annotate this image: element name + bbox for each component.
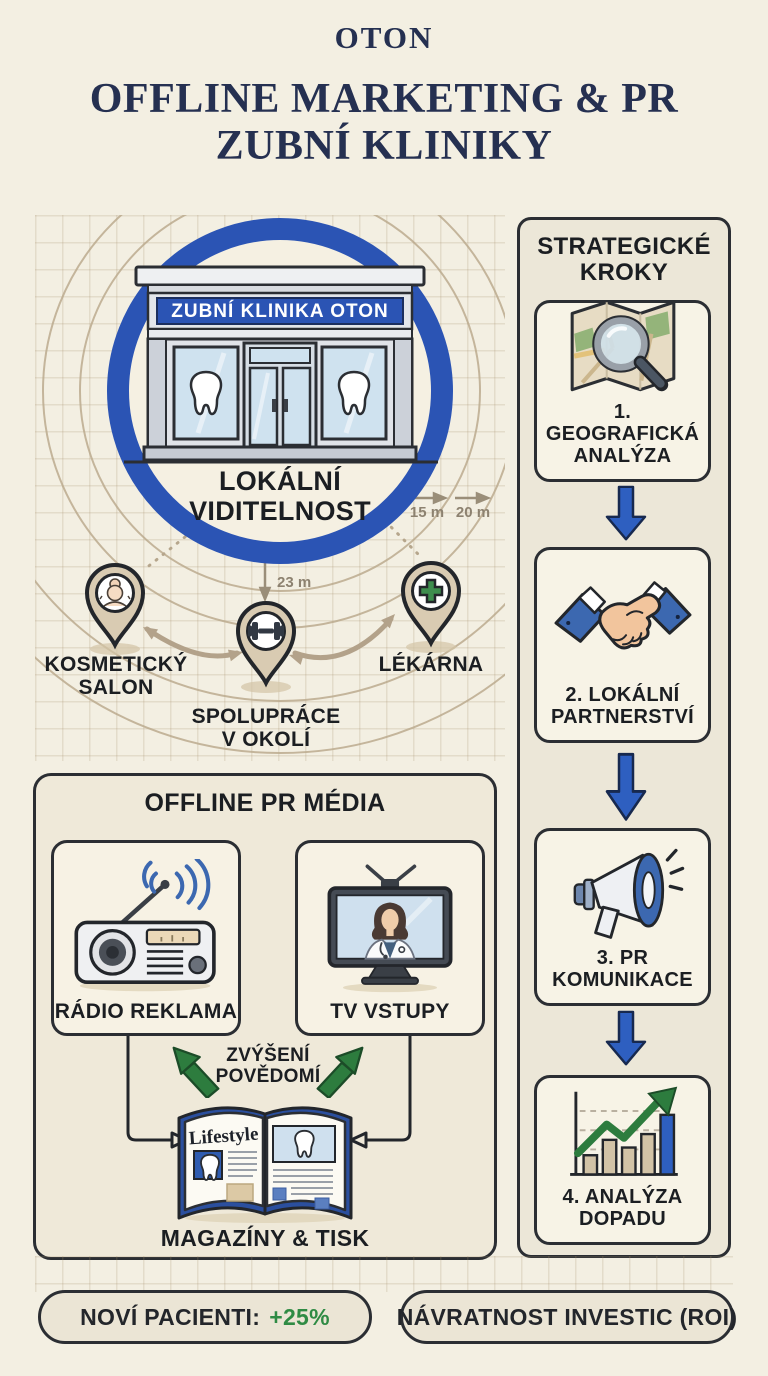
tooth-icon	[200, 1153, 220, 1181]
step-card-lokalni-partnerstvi: 2. LOKÁLNÍ PARTNERSTVÍ	[534, 547, 711, 743]
strategic-steps-panel: STRATEGICKÉ KROKY	[517, 217, 731, 1258]
step-label-3: 3. PR KOMUNIKACE	[552, 947, 693, 991]
tooth-icon	[189, 370, 223, 416]
map-magnifier-icon	[562, 295, 684, 401]
radio-label: RÁDIO REKLAMA	[54, 999, 238, 1023]
new-patients-label: NOVÍ PACIENTI:	[80, 1303, 261, 1330]
awareness-arrow-up-left-icon	[172, 1046, 220, 1098]
roi-label: NÁVRATNOST INVESTIC (ROI)	[396, 1303, 738, 1330]
dashed-ray-lines	[143, 519, 423, 571]
magazine-title-text: Lifestyle	[188, 1124, 259, 1150]
offline-pr-media-panel: OFFLINE PR MÉDIA	[33, 773, 497, 1260]
pin-label-lekarna: LÉKÁRNA	[378, 653, 484, 676]
handshake-icon	[552, 558, 694, 684]
bottom-grid-strip	[35, 1256, 733, 1292]
dental-clinic-storefront-icon: ZUBNÍ KLINIKA OTON	[124, 265, 438, 464]
step-card-pr-komunikace: 3. PR KOMUNIKACE	[534, 828, 711, 1006]
distance-label-23m: 23 m	[277, 574, 311, 591]
local-visibility-label: LOKÁLNÍ VIDITELNOST	[189, 466, 371, 526]
visibility-map-illustration: 15 m 20 m 23 m ZUBNÍ KLI	[0, 28, 643, 754]
step-card-analyza-dopadu: 4. ANALÝZA DOPADU	[534, 1075, 711, 1245]
distance-label-15m: 15 m	[410, 504, 444, 521]
pin-label-spoluprace-v-okoli: SPOLUPRÁCE V OKOLÍ	[191, 705, 341, 752]
strategic-steps-title: STRATEGICKÉ KROKY	[537, 233, 711, 287]
distance-arrows-icon	[258, 491, 492, 603]
awareness-label: ZVÝŠENÍ POVĚDOMÍ	[215, 1045, 321, 1087]
magazine-label: MAGAZÍNY & TISK	[160, 1225, 370, 1251]
roi-badge: NÁVRATNOST INVESTIC (ROI)	[397, 1290, 737, 1344]
step-label-1: 1. GEOGRAFICKÁ ANALÝZA	[545, 401, 700, 467]
storefront-sign-text: ZUBNÍ KLINIKA OTON	[171, 300, 389, 322]
tooth-icon	[337, 370, 371, 416]
flow-arrow-down-icon	[605, 485, 647, 541]
new-patients-badge: NOVÍ PACIENTI: +25%	[38, 1290, 372, 1344]
page-title: OFFLINE MARKETING & PR ZUBNÍ KLINIKY	[0, 76, 768, 170]
open-magazine-icon: Lifestyle	[177, 1106, 353, 1223]
megaphone-icon	[559, 839, 687, 947]
page-title-line1: OFFLINE MARKETING & PR	[89, 76, 679, 122]
pharmacy-cross-pin-icon	[400, 561, 462, 648]
tooth-icon	[294, 1129, 315, 1158]
brand-name: OTON	[334, 20, 434, 55]
awareness-arrow-up-right-icon	[316, 1046, 364, 1098]
radio-card: RÁDIO REKLAMA	[51, 840, 241, 1036]
entrance-door-icon	[242, 341, 318, 449]
step-card-geograficka-analyza: 1. GEOGRAFICKÁ ANALÝZA	[534, 300, 711, 482]
growth-bar-chart-icon	[560, 1086, 686, 1186]
gym-dumbbell-pin-icon	[235, 601, 297, 688]
page-title-line2: ZUBNÍ KLINIKY	[215, 123, 553, 170]
offline-pr-media-title: OFFLINE PR MÉDIA	[144, 789, 386, 817]
new-patients-value: +25%	[269, 1303, 330, 1330]
tv-card: TV VSTUPY	[295, 840, 485, 1036]
local-visibility-panel: 15 m 20 m 23 m ZUBNÍ KLI	[0, 28, 643, 761]
tv-label: TV VSTUPY	[330, 999, 450, 1023]
distance-label-20m: 20 m	[456, 504, 490, 521]
tv-doctor-icon	[304, 859, 476, 1000]
flow-arrow-down-icon	[605, 1010, 647, 1066]
pin-label-kosmeticky-salon: KOSMETICKÝ SALON	[44, 653, 188, 700]
beauty-salon-pin-icon	[84, 563, 146, 650]
flow-arrow-down-icon	[605, 752, 647, 821]
radio-icon	[60, 856, 232, 1000]
step-label-4: 4. ANALÝZA DOPADU	[562, 1186, 683, 1230]
step-label-2: 2. LOKÁLNÍ PARTNERSTVÍ	[551, 684, 694, 728]
partnership-arrowheads	[143, 614, 395, 665]
